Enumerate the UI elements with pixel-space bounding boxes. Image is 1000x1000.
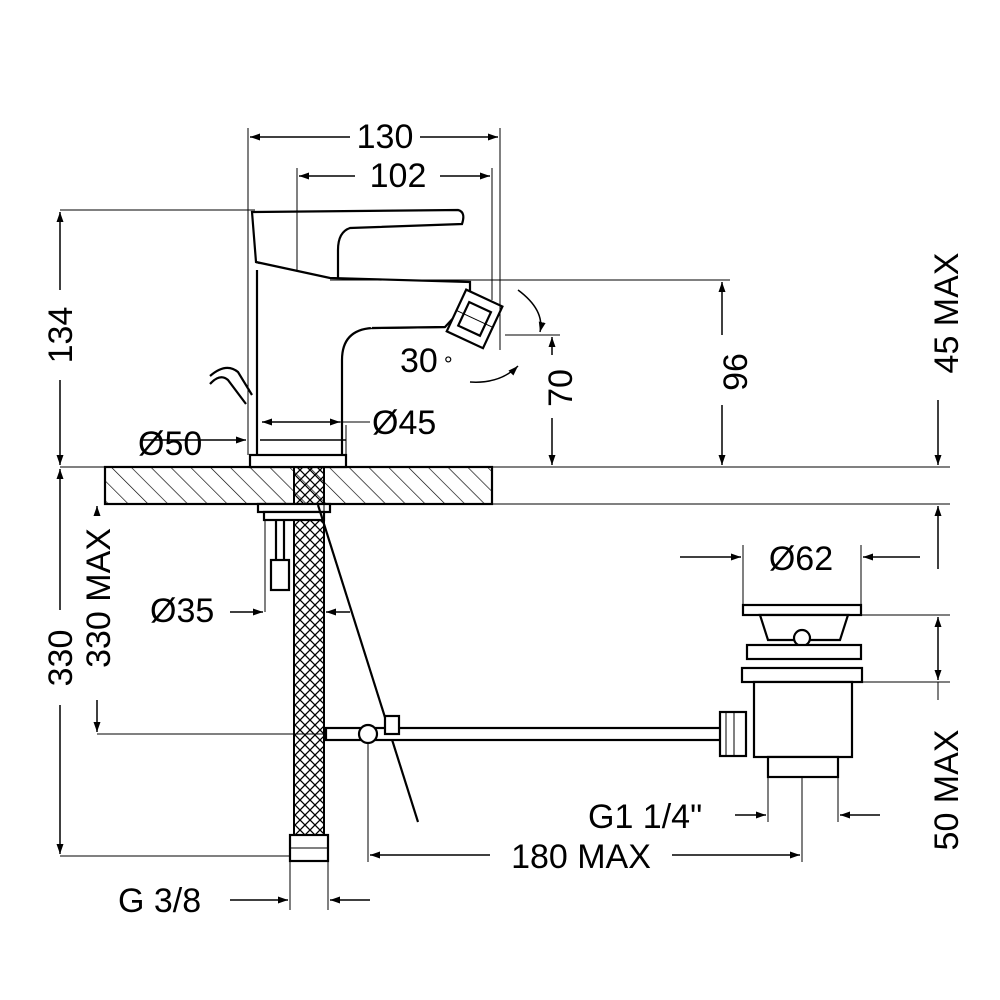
dim-45max-label: 45 MAX (928, 253, 966, 374)
mixer-body (209, 208, 504, 469)
flexible-hose (288, 466, 330, 863)
popup-waste-drain (718, 603, 864, 779)
dim-50max-label: 50 MAX (928, 730, 966, 851)
dia45-label: Ø45 (372, 404, 436, 442)
angle-30-label: 30° (400, 342, 453, 380)
dim-102-label: 102 (370, 157, 427, 195)
dia62-label: Ø62 (769, 540, 833, 578)
g38-thread-label: G 3/8 (118, 882, 201, 920)
popup-linkage (316, 504, 728, 823)
dim-134-label: 134 (42, 307, 80, 364)
g114-thread-label: G1 1/4" (588, 798, 702, 836)
dim-70-label: 70 (542, 369, 580, 407)
dim-130-label: 130 (357, 118, 414, 156)
dim-96-label: 96 (717, 353, 755, 391)
dia50-label: Ø50 (138, 425, 202, 463)
dia35-label: Ø35 (150, 592, 214, 630)
dim-330-label: 330 (42, 630, 80, 687)
threaded-stud (269, 520, 291, 592)
dim-330max-label: 330 MAX (80, 528, 118, 668)
dim-180max-label: 180 MAX (511, 838, 651, 876)
